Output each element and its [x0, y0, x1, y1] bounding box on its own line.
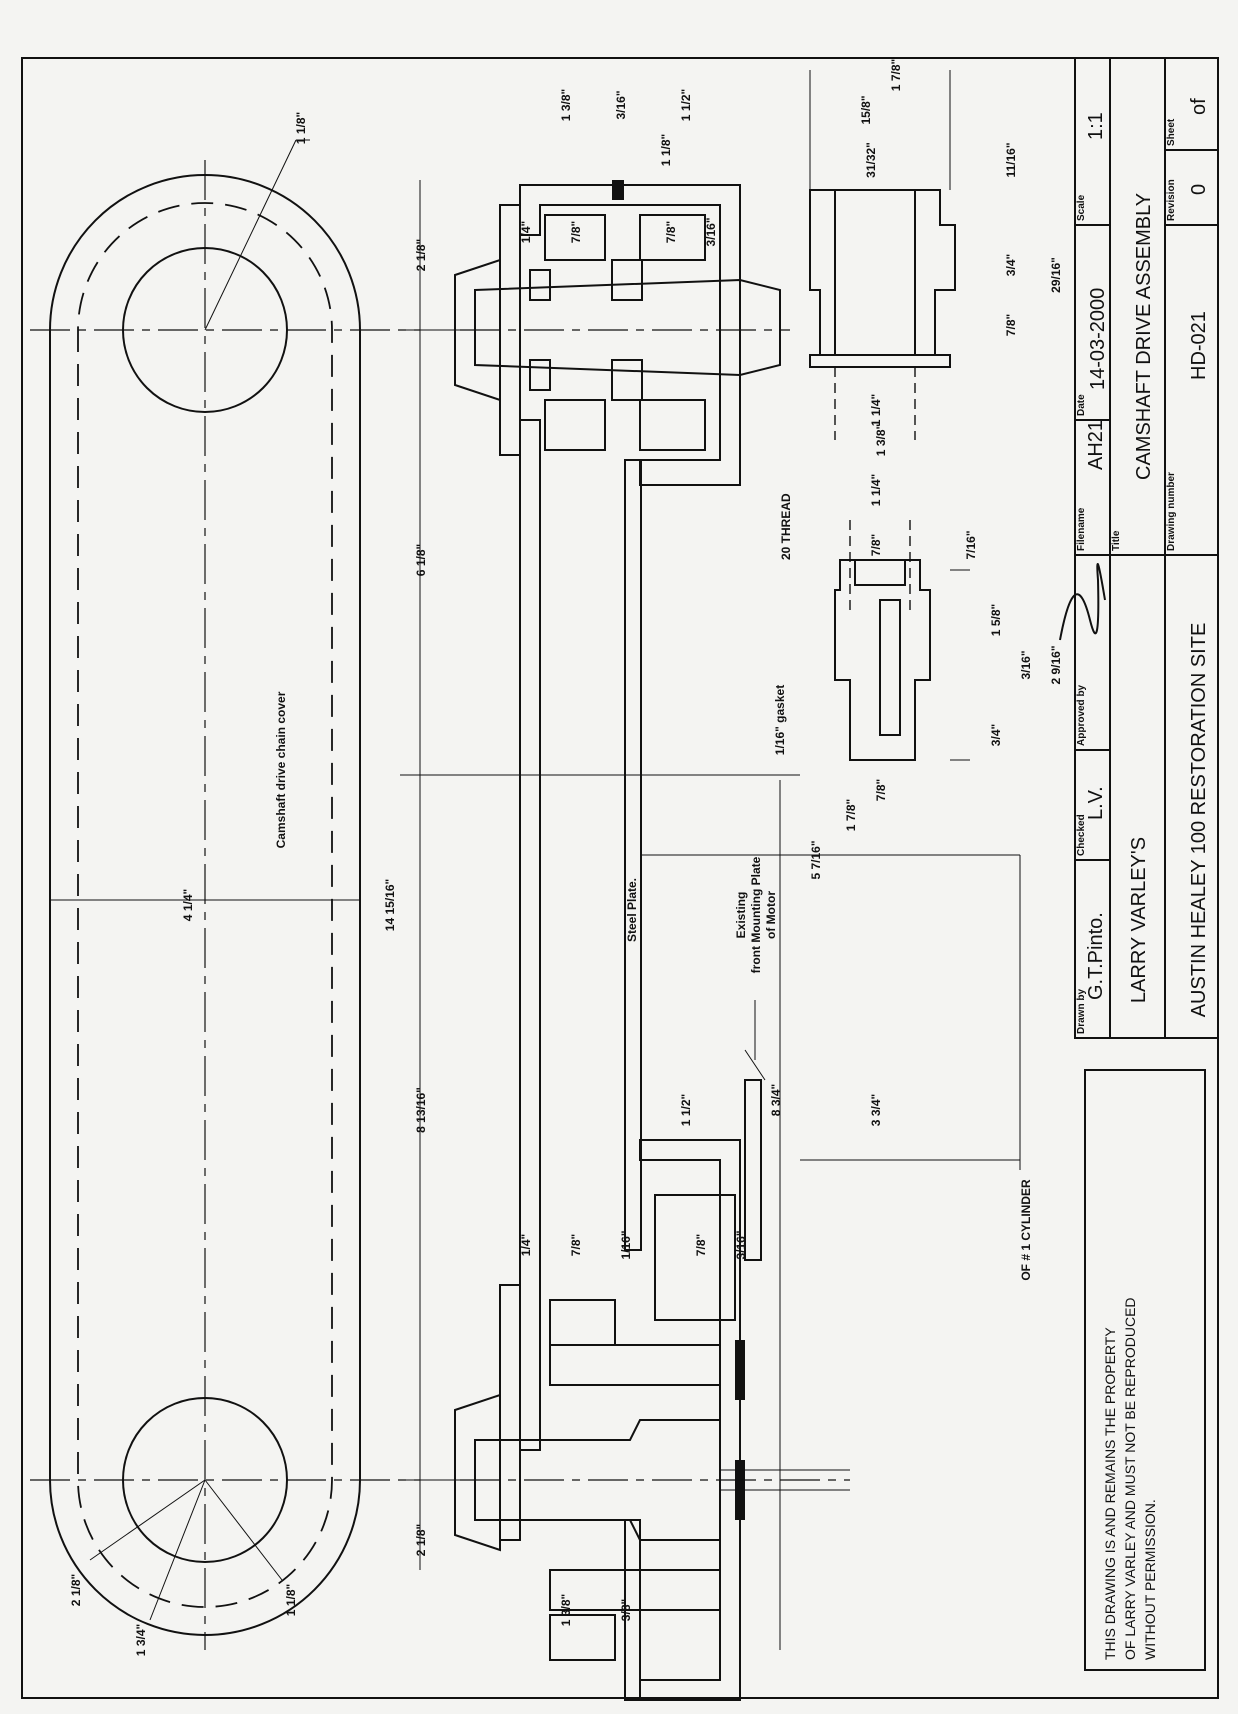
dim-1-16: 1/16" — [619, 1230, 633, 1259]
dim-8-13-16: 8 13/16" — [414, 1087, 428, 1133]
dim-1-1-2-mid: 1 1/2" — [679, 1094, 693, 1126]
dim-3-8-bot: 3/8" — [619, 1599, 633, 1621]
dim-3-16-m: 3/16" — [1019, 650, 1033, 679]
sheet-value: of — [1188, 98, 1210, 115]
notice-line-1: THIS DRAWING IS AND REMAINS THE PROPERTY — [1102, 1327, 1118, 1660]
label-drawing-number: Drawing number — [1166, 472, 1177, 551]
dim-7-8-m2: 7/8" — [874, 779, 888, 801]
dim-1-1-8-top: 1 1/8" — [294, 112, 308, 144]
dim-3-3-4: 3 3/4" — [869, 1094, 883, 1126]
dim-7-8-d: 7/8" — [694, 1234, 708, 1256]
fitting-detail-view: 20 THREAD 1 1/4" 7/8" 7/16" 1 5/8" 3/16"… — [779, 474, 1063, 831]
date-value: 14-03-2000 — [1087, 288, 1109, 390]
dim-1-1-4-r: 1 1/4" — [869, 394, 883, 426]
dim-3-16-a: 3/16" — [704, 217, 718, 246]
dim-14-15-16: 14 15/16" — [383, 879, 397, 931]
dim-1-4-b: 1/4" — [519, 1234, 533, 1256]
chain-cover-view: Camshaft drive chain cover 4 1/4" 1 1/8"… — [30, 112, 420, 1656]
dim-1-1-4-m: 1 1/4" — [869, 474, 883, 506]
dim-2-1-8-bot: 2 1/8" — [414, 1524, 428, 1556]
dim-3-16-top: 3/16" — [614, 90, 628, 119]
dim-7-16: 7/16" — [964, 530, 978, 559]
dim-1-5-8: 1 5/8" — [989, 604, 1003, 636]
dim-7-8-a: 7/8" — [569, 221, 583, 243]
label-title: Title — [1111, 530, 1122, 551]
dim-1-3-4: 1 3/4" — [134, 1624, 148, 1656]
chain-cover-label: Camshaft drive chain cover — [274, 691, 288, 848]
title-block: Drawn by G.T.Pinto. Checked L.V. Approve… — [1059, 57, 1219, 1039]
label-sheet: Sheet — [1166, 118, 1177, 146]
notice-line-2: OF LARRY VARLEY AND MUST NOT BE REPRODUC… — [1122, 1297, 1138, 1660]
label-approved-by: Approved by — [1076, 684, 1087, 746]
dim-7-8-b: 7/8" — [664, 221, 678, 243]
dim-1-7-8-top: 1 7/8" — [889, 59, 903, 91]
dim-3-4-r: 3/4" — [1004, 254, 1018, 276]
dim-1-1-8-top2: 1 1/8" — [659, 134, 673, 166]
existing-plate-label-1: Existing — [734, 892, 748, 939]
label-scale: Scale — [1076, 194, 1087, 221]
cylinder-label: OF # 1 CYLINDER — [1019, 1179, 1033, 1281]
dim-15-8: 15/8" — [859, 95, 873, 124]
label-drawn-by: Drawn by — [1076, 989, 1087, 1034]
dim-1-3-8-top: 1 3/8" — [559, 89, 573, 121]
dim-6-1-8: 6 1/8" — [414, 544, 428, 576]
property-notice: THIS DRAWING IS AND REMAINS THE PROPERTY… — [1084, 1069, 1206, 1671]
notice-line-3: WITHOUT PERMISSION. — [1142, 1499, 1158, 1660]
label-date: Date — [1076, 394, 1087, 416]
existing-plate-label-2: front Mounting Plate — [749, 856, 763, 973]
dim-1-7-8-m: 1 7/8" — [844, 799, 858, 831]
dim-3-16-b: 3/16" — [734, 1230, 748, 1259]
label-revision: Revision — [1166, 179, 1177, 221]
dim-4-1-4: 4 1/4" — [181, 889, 195, 921]
dim-1-1-8-left: 1 1/8" — [284, 1584, 298, 1616]
label-filename: Filename — [1076, 507, 1087, 551]
dim-5-7-16: 5 7/16" — [809, 840, 823, 879]
scale-value: 1:1 — [1085, 112, 1107, 140]
dim-1-3-8-r: 1 3/8" — [874, 424, 888, 456]
bushing-detail-view: 1 7/8" 15/8" 31/32" 11/16" 3/4" 7/8" 29/… — [809, 59, 1063, 456]
dim-31-32: 31/32" — [864, 142, 878, 178]
dim-2-1-8-top: 2 1/8" — [414, 239, 428, 271]
dim-7-8-r: 7/8" — [1004, 314, 1018, 336]
existing-plate-label-3: of Motor — [764, 891, 778, 939]
overall-dimensions: 2 1/8" 6 1/8" 14 15/16" 8 13/16" 2 1/8" — [383, 180, 800, 1570]
drawing-number-value: HD-021 — [1188, 311, 1210, 380]
section-view: Steel Plate. Ex — [454, 89, 1033, 1701]
thread-label: 20 THREAD — [779, 493, 793, 560]
dim-8-3-4: 8 3/4" — [769, 1084, 783, 1116]
dim-2-9-16: 2 9/16" — [1049, 645, 1063, 684]
checked-value: L.V. — [1085, 786, 1107, 820]
revision-value: 0 — [1188, 184, 1210, 195]
dim-1-3-8-bot: 1 3/8" — [559, 1594, 573, 1626]
dim-3-4-m: 3/4" — [989, 724, 1003, 746]
approval-signature — [1059, 563, 1106, 641]
steel-plate-label: Steel Plate. — [625, 878, 639, 942]
site-name: AUSTIN HEALEY 100 RESTORATION SITE — [1188, 623, 1210, 1018]
company-name: LARRY VARLEY'S — [1128, 837, 1150, 1003]
dim-7-8-m: 7/8" — [869, 534, 883, 556]
dim-1-1-2-top: 1 1/2" — [679, 89, 693, 121]
drawn-by-value: G.T.Pinto. — [1085, 912, 1107, 1000]
dim-2-1-8-left: 2 1/8" — [69, 1574, 83, 1606]
dim-11-16: 11/16" — [1004, 142, 1018, 177]
label-checked: Checked — [1076, 814, 1087, 856]
dim-7-8-c: 7/8" — [569, 1234, 583, 1256]
filename-value: AH21 — [1085, 420, 1107, 470]
dim-29-16: 29/16" — [1049, 257, 1063, 293]
drawing-title: CAMSHAFT DRIVE ASSEMBLY — [1133, 193, 1155, 480]
sheet-border — [21, 57, 1219, 1699]
dim-1-4-a: 1/4" — [519, 221, 533, 243]
gasket-label: 1/16" gasket — [773, 685, 787, 755]
